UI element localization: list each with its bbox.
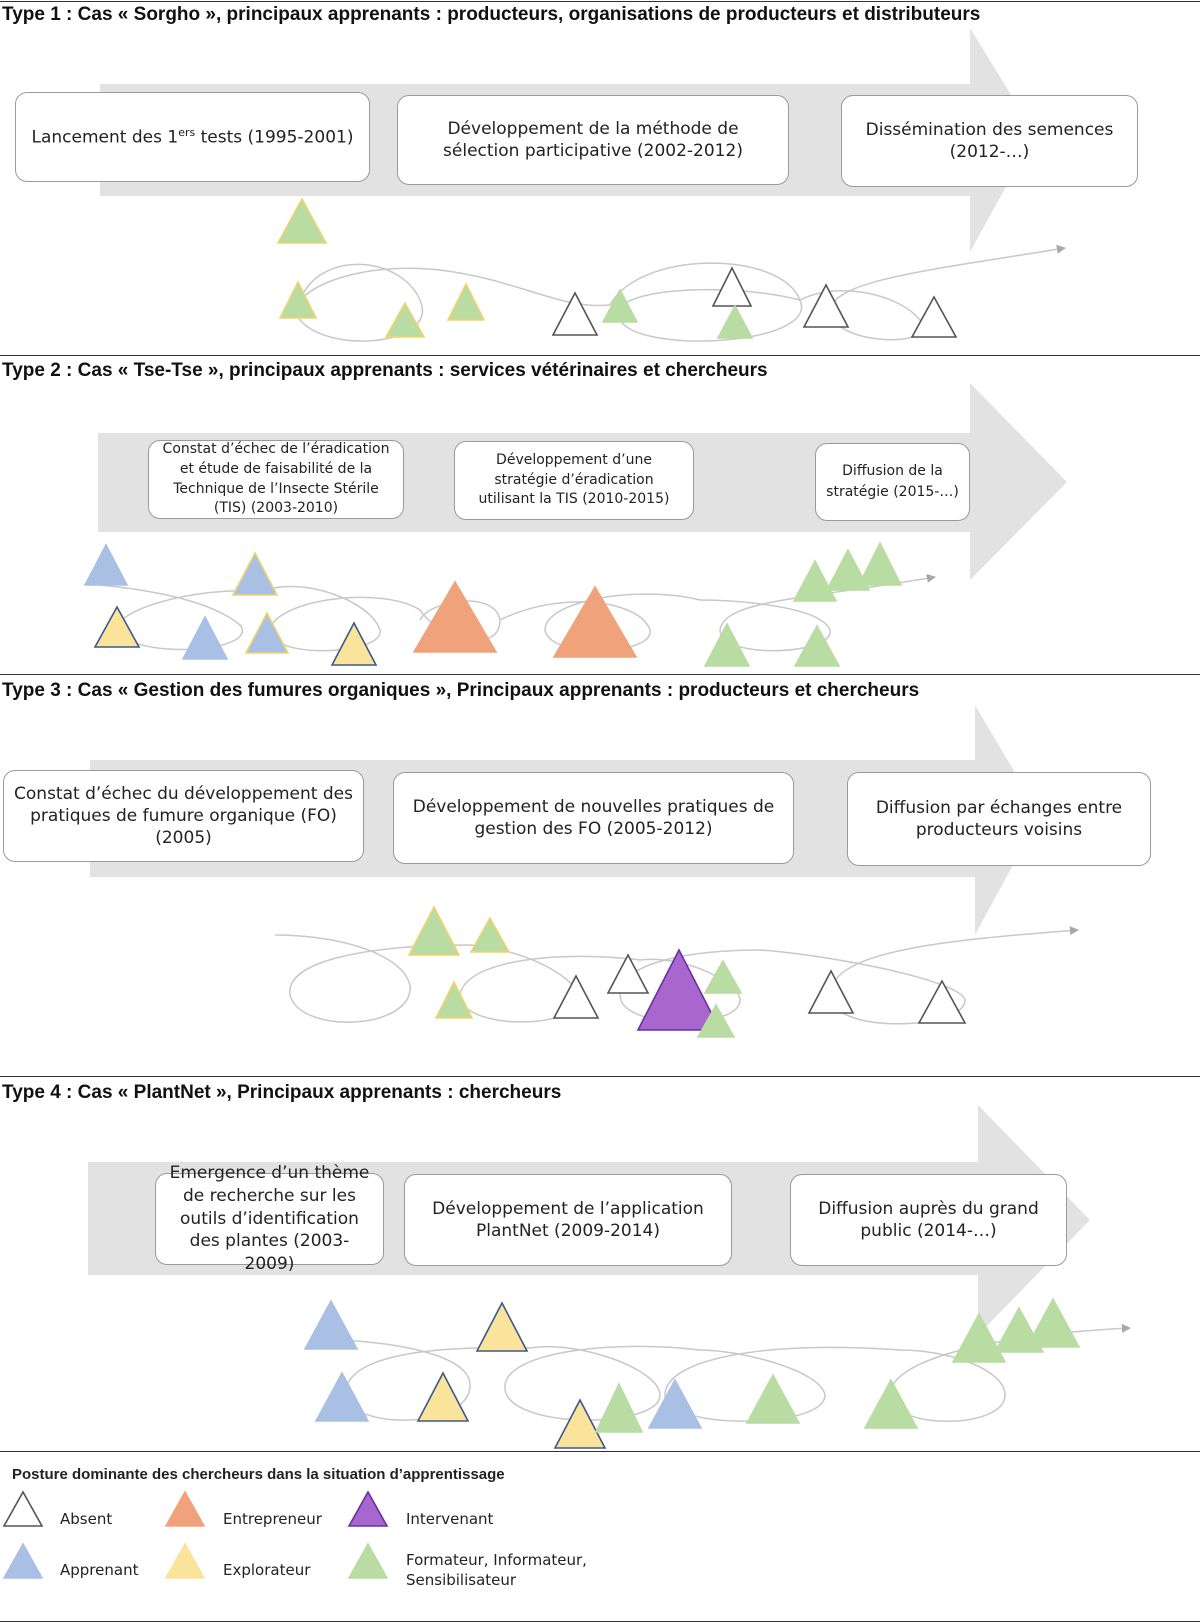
section-divider-2-3: [0, 674, 1200, 675]
type-2-triangle-formateur: [703, 622, 751, 667]
type-2-triangle-entrepreneur: [412, 580, 498, 653]
type-2-triangle-apprenant: [83, 543, 129, 586]
type-1-triangle-explorateur-formateur: [384, 301, 426, 338]
type-4-stage-1: Emergence d’un thème de recherche sur le…: [155, 1163, 384, 1274]
type-2-title: Type 2 : Cas « Tse-Tse », principaux app…: [2, 360, 768, 381]
type-2-triangle-formateur: [825, 548, 871, 591]
legend-label-explorateur: Explorateur: [223, 1561, 311, 1579]
legend-title: Posture dominante des chercheurs dans la…: [12, 1466, 505, 1483]
type-4-triangle-explorateur: [475, 1301, 529, 1352]
type-1-triangle-formateur: [716, 304, 754, 339]
posture-triangles: [83, 197, 1081, 1449]
legend-triangle-icon-0: [2, 1490, 44, 1527]
legend-triangle-icon-3: [2, 1542, 44, 1579]
section-divider-legend: [0, 1451, 1200, 1452]
type-4-triangle-explorateur: [553, 1398, 607, 1449]
type-3-triangle-absent: [552, 974, 600, 1019]
type-2-triangle-formateur: [793, 624, 841, 667]
section-divider-3-4: [0, 1076, 1200, 1077]
type-3-triangle-formateur: [696, 1003, 736, 1038]
section-divider-top: [0, 1, 1200, 2]
type-4-triangle-apprenant: [303, 1299, 359, 1350]
type-2-triangle-formateur: [792, 559, 838, 602]
type-3-triangle-explorateur-formateur: [434, 980, 474, 1019]
type-2-stage-2: Développement d’une stratégie d’éradicat…: [454, 441, 694, 520]
legend-triangle-icon-1: [164, 1490, 206, 1527]
type-2-stage-3: Diffusion de la stratégie (2015-…): [815, 443, 970, 521]
type-2-triangle-explorateur: [330, 621, 378, 666]
legend-triangle-icon-5: [347, 1542, 389, 1579]
type-3-stage-2: Développement de nouvelles pratiques de …: [393, 772, 794, 864]
type-1-triangle-explorateur-formateur: [278, 280, 318, 319]
type-1-stage-3: Dissémination des semences (2012-…): [841, 95, 1138, 187]
type-2-triangle-explorateur: [93, 605, 141, 648]
type-1-stage-2: Développement de la méthode de sélection…: [397, 95, 789, 185]
type-1-triangle-explorateur-formateur: [446, 282, 486, 321]
legend-triangle-icon-2: [347, 1490, 389, 1527]
type-4-triangle-explorateur: [416, 1371, 470, 1422]
type-4-triangle-formateur: [951, 1312, 1007, 1363]
type-1-title: Type 1 : Cas « Sorgho », principaux appr…: [2, 4, 981, 25]
type-2-triangle-apprenant: [181, 615, 229, 660]
type-4-triangle-apprenant: [314, 1371, 370, 1422]
legend-icons: [2, 1490, 389, 1579]
legend-label-absent: Absent: [60, 1510, 113, 1528]
type-1-triangle-absent: [551, 291, 599, 336]
type-1-triangle-absent: [711, 266, 753, 307]
type-3-stage-1: Constat d’échec du développement des pra…: [3, 770, 364, 862]
type-1-triangle-formateur: [601, 288, 639, 323]
type-1-triangle-explorateur-formateur: [276, 197, 328, 244]
type-4-triangle-formateur: [1025, 1297, 1081, 1348]
type-3-stage-3: Diffusion par échanges entre producteurs…: [847, 772, 1151, 866]
section-divider-1-2: [0, 355, 1200, 356]
type-3-triangle-absent: [917, 979, 967, 1024]
type-2-stage-1: Constat d’échec de l’éradication et étud…: [148, 440, 404, 519]
type-4-triangle-formateur: [594, 1382, 644, 1433]
type-2-triangle-formateur: [857, 541, 903, 586]
type-3-triangle-explorateur-formateur: [407, 905, 461, 956]
type-2-triangle-apprenant-explorateur: [231, 551, 279, 596]
type-3-triangle-explorateur-formateur: [469, 916, 511, 953]
type-4-stage-3: Diffusion auprès du grand public (2014-……: [790, 1174, 1067, 1266]
legend-label-formateur: Formateur, Informateur, Sensibilisateur: [406, 1551, 587, 1590]
type-1-stage-1: Lancement des 1ers tests (1995-2001): [15, 92, 370, 182]
type-3-triangle-intervenant: [636, 948, 722, 1031]
type-2-triangle-entrepreneur: [552, 585, 638, 658]
type-2-triangle-apprenant-explorateur: [244, 611, 290, 654]
type-4-triangle-formateur: [863, 1378, 919, 1429]
type-3-triangle-absent: [606, 953, 650, 994]
type-4-triangle-apprenant: [647, 1378, 703, 1429]
type-1-triangle-absent: [802, 283, 850, 328]
type-4-stage-2: Développement de l’application PlantNet …: [404, 1174, 732, 1266]
type-1-triangle-absent: [910, 295, 958, 338]
section-divider-bottom: [0, 1621, 1200, 1622]
type-3-title: Type 3 : Cas « Gestion des fumures organ…: [2, 680, 920, 701]
legend-label-apprenant: Apprenant: [60, 1561, 139, 1579]
type-4-triangle-formateur: [745, 1373, 801, 1424]
legend-triangle-icon-4: [164, 1542, 206, 1579]
type-3-triangle-formateur: [703, 959, 743, 994]
legend-label-intervenant: Intervenant: [406, 1510, 494, 1528]
type-3-triangle-absent: [807, 969, 855, 1014]
type-4-title: Type 4 : Cas « PlantNet », Principaux ap…: [2, 1082, 562, 1103]
legend-label-entrepreneur: Entrepreneur: [223, 1510, 322, 1528]
